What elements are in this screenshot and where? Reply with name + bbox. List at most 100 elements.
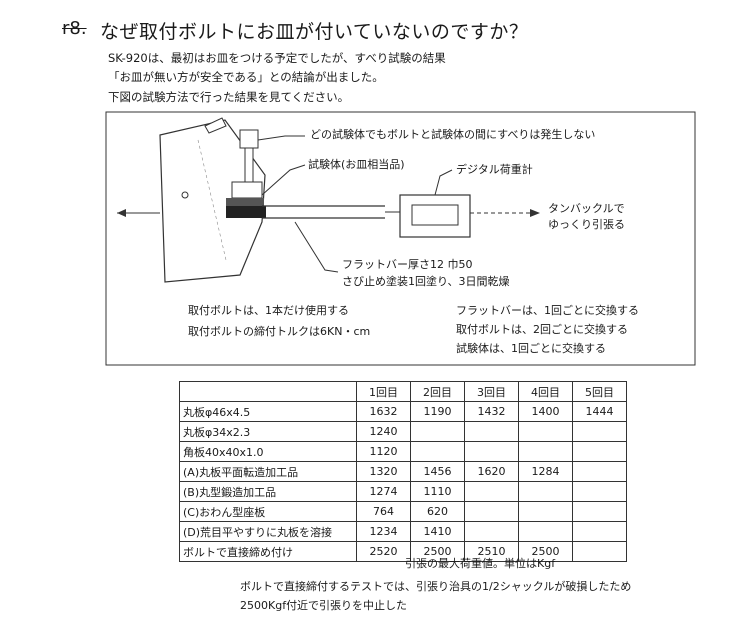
jig-top-tab bbox=[204, 117, 227, 134]
row-label: 丸板φ34x2.3 bbox=[179, 421, 357, 442]
table-cell: 1620 bbox=[464, 461, 519, 482]
column-header: 2回目 bbox=[410, 381, 465, 402]
table-row: (D)荒目平やすりに丸板を溶接 1234 1410 bbox=[179, 521, 627, 542]
leader-flatbar bbox=[294, 221, 339, 273]
table-row: (B)丸型鍛造加工品 1274 1110 bbox=[179, 481, 627, 502]
bolt-nut bbox=[231, 181, 263, 199]
table-cell bbox=[572, 481, 627, 502]
results-table: 1回目 2回目 3回目 4回目 5回目 丸板φ46x4.5 1632 1190 … bbox=[179, 381, 627, 562]
diagram-frame bbox=[105, 111, 696, 366]
column-header: 3回目 bbox=[464, 381, 519, 402]
table-cell: 1410 bbox=[410, 521, 465, 542]
table-cell: 1274 bbox=[356, 481, 411, 502]
table-corner-cell bbox=[179, 381, 357, 402]
gauge-display bbox=[411, 204, 459, 226]
table-cell bbox=[464, 441, 519, 462]
bolt-shank bbox=[244, 147, 254, 183]
table-cell: 1432 bbox=[464, 401, 519, 422]
table-cell: 620 bbox=[410, 501, 465, 522]
table-cell bbox=[572, 501, 627, 522]
table-cell: 1110 bbox=[410, 481, 465, 502]
table-cell bbox=[410, 421, 465, 442]
leader-gauge bbox=[434, 169, 453, 196]
table-cell bbox=[518, 521, 573, 542]
label-turnbuckle-2: ゆっくり引張る bbox=[548, 217, 625, 231]
table-cell: 2510 bbox=[464, 541, 519, 562]
label-digital-gauge: デジタル荷重計 bbox=[456, 162, 533, 176]
note-specimen-replace: 試験体は、1回ごとに交換する bbox=[456, 341, 606, 355]
row-label: (C)おわん型座板 bbox=[179, 501, 357, 522]
table-cell bbox=[464, 501, 519, 522]
table-cell bbox=[518, 441, 573, 462]
table-cell: 764 bbox=[356, 501, 411, 522]
table-cell: 1240 bbox=[356, 421, 411, 442]
table-row: 角板40x40x1.0 1120 bbox=[179, 441, 627, 462]
table-row: (A)丸板平面転造加工品 1320 1456 1620 1284 bbox=[179, 461, 627, 482]
flat-bar-clamp bbox=[226, 206, 266, 218]
jig-hatch bbox=[197, 139, 227, 261]
table-cell: 1632 bbox=[356, 401, 411, 422]
intro-line-3: 下図の試験方法で行った結果を見てください。 bbox=[108, 90, 350, 104]
left-arrowhead bbox=[117, 209, 126, 217]
row-label: 角板40x40x1.0 bbox=[179, 441, 357, 462]
note-bolt-replace: 取付ボルトは、2回ごとに交換する bbox=[456, 322, 628, 336]
table-cell: 1190 bbox=[410, 401, 465, 422]
row-label: 丸板φ46x4.5 bbox=[179, 401, 357, 422]
row-label: ボルトで直接締め付け bbox=[179, 541, 357, 562]
table-cell: 2500 bbox=[518, 541, 573, 562]
table-cell bbox=[572, 461, 627, 482]
table-cell: 1234 bbox=[356, 521, 411, 542]
table-cell bbox=[518, 421, 573, 442]
table-cell: 1456 bbox=[410, 461, 465, 482]
jig-hole bbox=[181, 191, 189, 199]
footer-note-1: ボルトで直接締付するテストでは、引張り治具の1/2シャックルが破損したため bbox=[240, 580, 632, 593]
table-cell bbox=[572, 541, 627, 562]
unit-note: 引張の最大荷重値。単位はKgf bbox=[405, 557, 556, 570]
table-cell: 2500 bbox=[410, 541, 465, 562]
column-header: 5回目 bbox=[572, 381, 627, 402]
test-method-diagram: どの試験体でもボルトと試験体の間にすべりは発生しない 試験体(お皿相当品) デジ… bbox=[105, 111, 696, 366]
table-cell: 1320 bbox=[356, 461, 411, 482]
table-cell bbox=[518, 501, 573, 522]
leader-no-slip bbox=[257, 135, 305, 141]
row-label: (A)丸板平面転造加工品 bbox=[179, 461, 357, 482]
test-specimen bbox=[226, 198, 264, 206]
table-cell bbox=[572, 521, 627, 542]
table-cell bbox=[464, 421, 519, 442]
label-flatbar-spec: フラットバー厚さ12 巾50 bbox=[342, 257, 473, 271]
label-flatbar-coating: さび止め塗装1回塗り、3日間乾燥 bbox=[342, 274, 510, 288]
table-row: (C)おわん型座板 764 620 bbox=[179, 501, 627, 522]
note-flatbar-replace: フラットバーは、1回ごとに交換する bbox=[456, 303, 639, 317]
table-row: 丸板φ46x4.5 1632 1190 1432 1400 1444 bbox=[179, 401, 627, 422]
page-title: なぜ取付ボルトにお皿が付いていないのですか？ bbox=[100, 21, 529, 43]
footer-note-2: 2500Kgf付近で引張りを中止した bbox=[240, 599, 408, 612]
column-header: 1回目 bbox=[356, 381, 411, 402]
intro-line-2: 「お皿が無い方が安全である」との結論が出ました。 bbox=[108, 70, 384, 84]
table-cell bbox=[464, 481, 519, 502]
table-header-row: 1回目 2回目 3回目 4回目 5回目 bbox=[179, 381, 627, 402]
column-header: 4回目 bbox=[518, 381, 573, 402]
question-number: r8. bbox=[62, 18, 87, 39]
table-cell: 1444 bbox=[572, 401, 627, 422]
right-arrowhead bbox=[530, 209, 540, 217]
intro-line-1: SK-920は、最初はお皿をつける予定でしたが、すべり試験の結果 bbox=[108, 51, 446, 65]
table-row: 丸板φ34x2.3 1240 bbox=[179, 421, 627, 442]
row-label: (D)荒目平やすりに丸板を溶接 bbox=[179, 521, 357, 542]
table-cell: 1284 bbox=[518, 461, 573, 482]
note-bolt-count: 取付ボルトは、1本だけ使用する bbox=[188, 303, 349, 317]
table-cell: 1120 bbox=[356, 441, 411, 462]
table-cell bbox=[572, 421, 627, 442]
bolt-head bbox=[239, 129, 259, 149]
table-cell bbox=[518, 481, 573, 502]
label-specimen: 試験体(お皿相当品) bbox=[308, 157, 405, 171]
table-cell bbox=[572, 441, 627, 462]
note-bolt-torque: 取付ボルトの締付トルクは6KN・cm bbox=[188, 324, 370, 338]
table-cell bbox=[410, 441, 465, 462]
leader-specimen bbox=[261, 164, 306, 196]
row-label: (B)丸型鍛造加工品 bbox=[179, 481, 357, 502]
table-row: ボルトで直接締め付け 2520 2500 2510 2500 bbox=[179, 541, 627, 562]
label-no-slip: どの試験体でもボルトと試験体の間にすべりは発生しない bbox=[310, 127, 595, 141]
table-cell bbox=[464, 521, 519, 542]
table-cell: 2520 bbox=[356, 541, 411, 562]
table-cell: 1400 bbox=[518, 401, 573, 422]
